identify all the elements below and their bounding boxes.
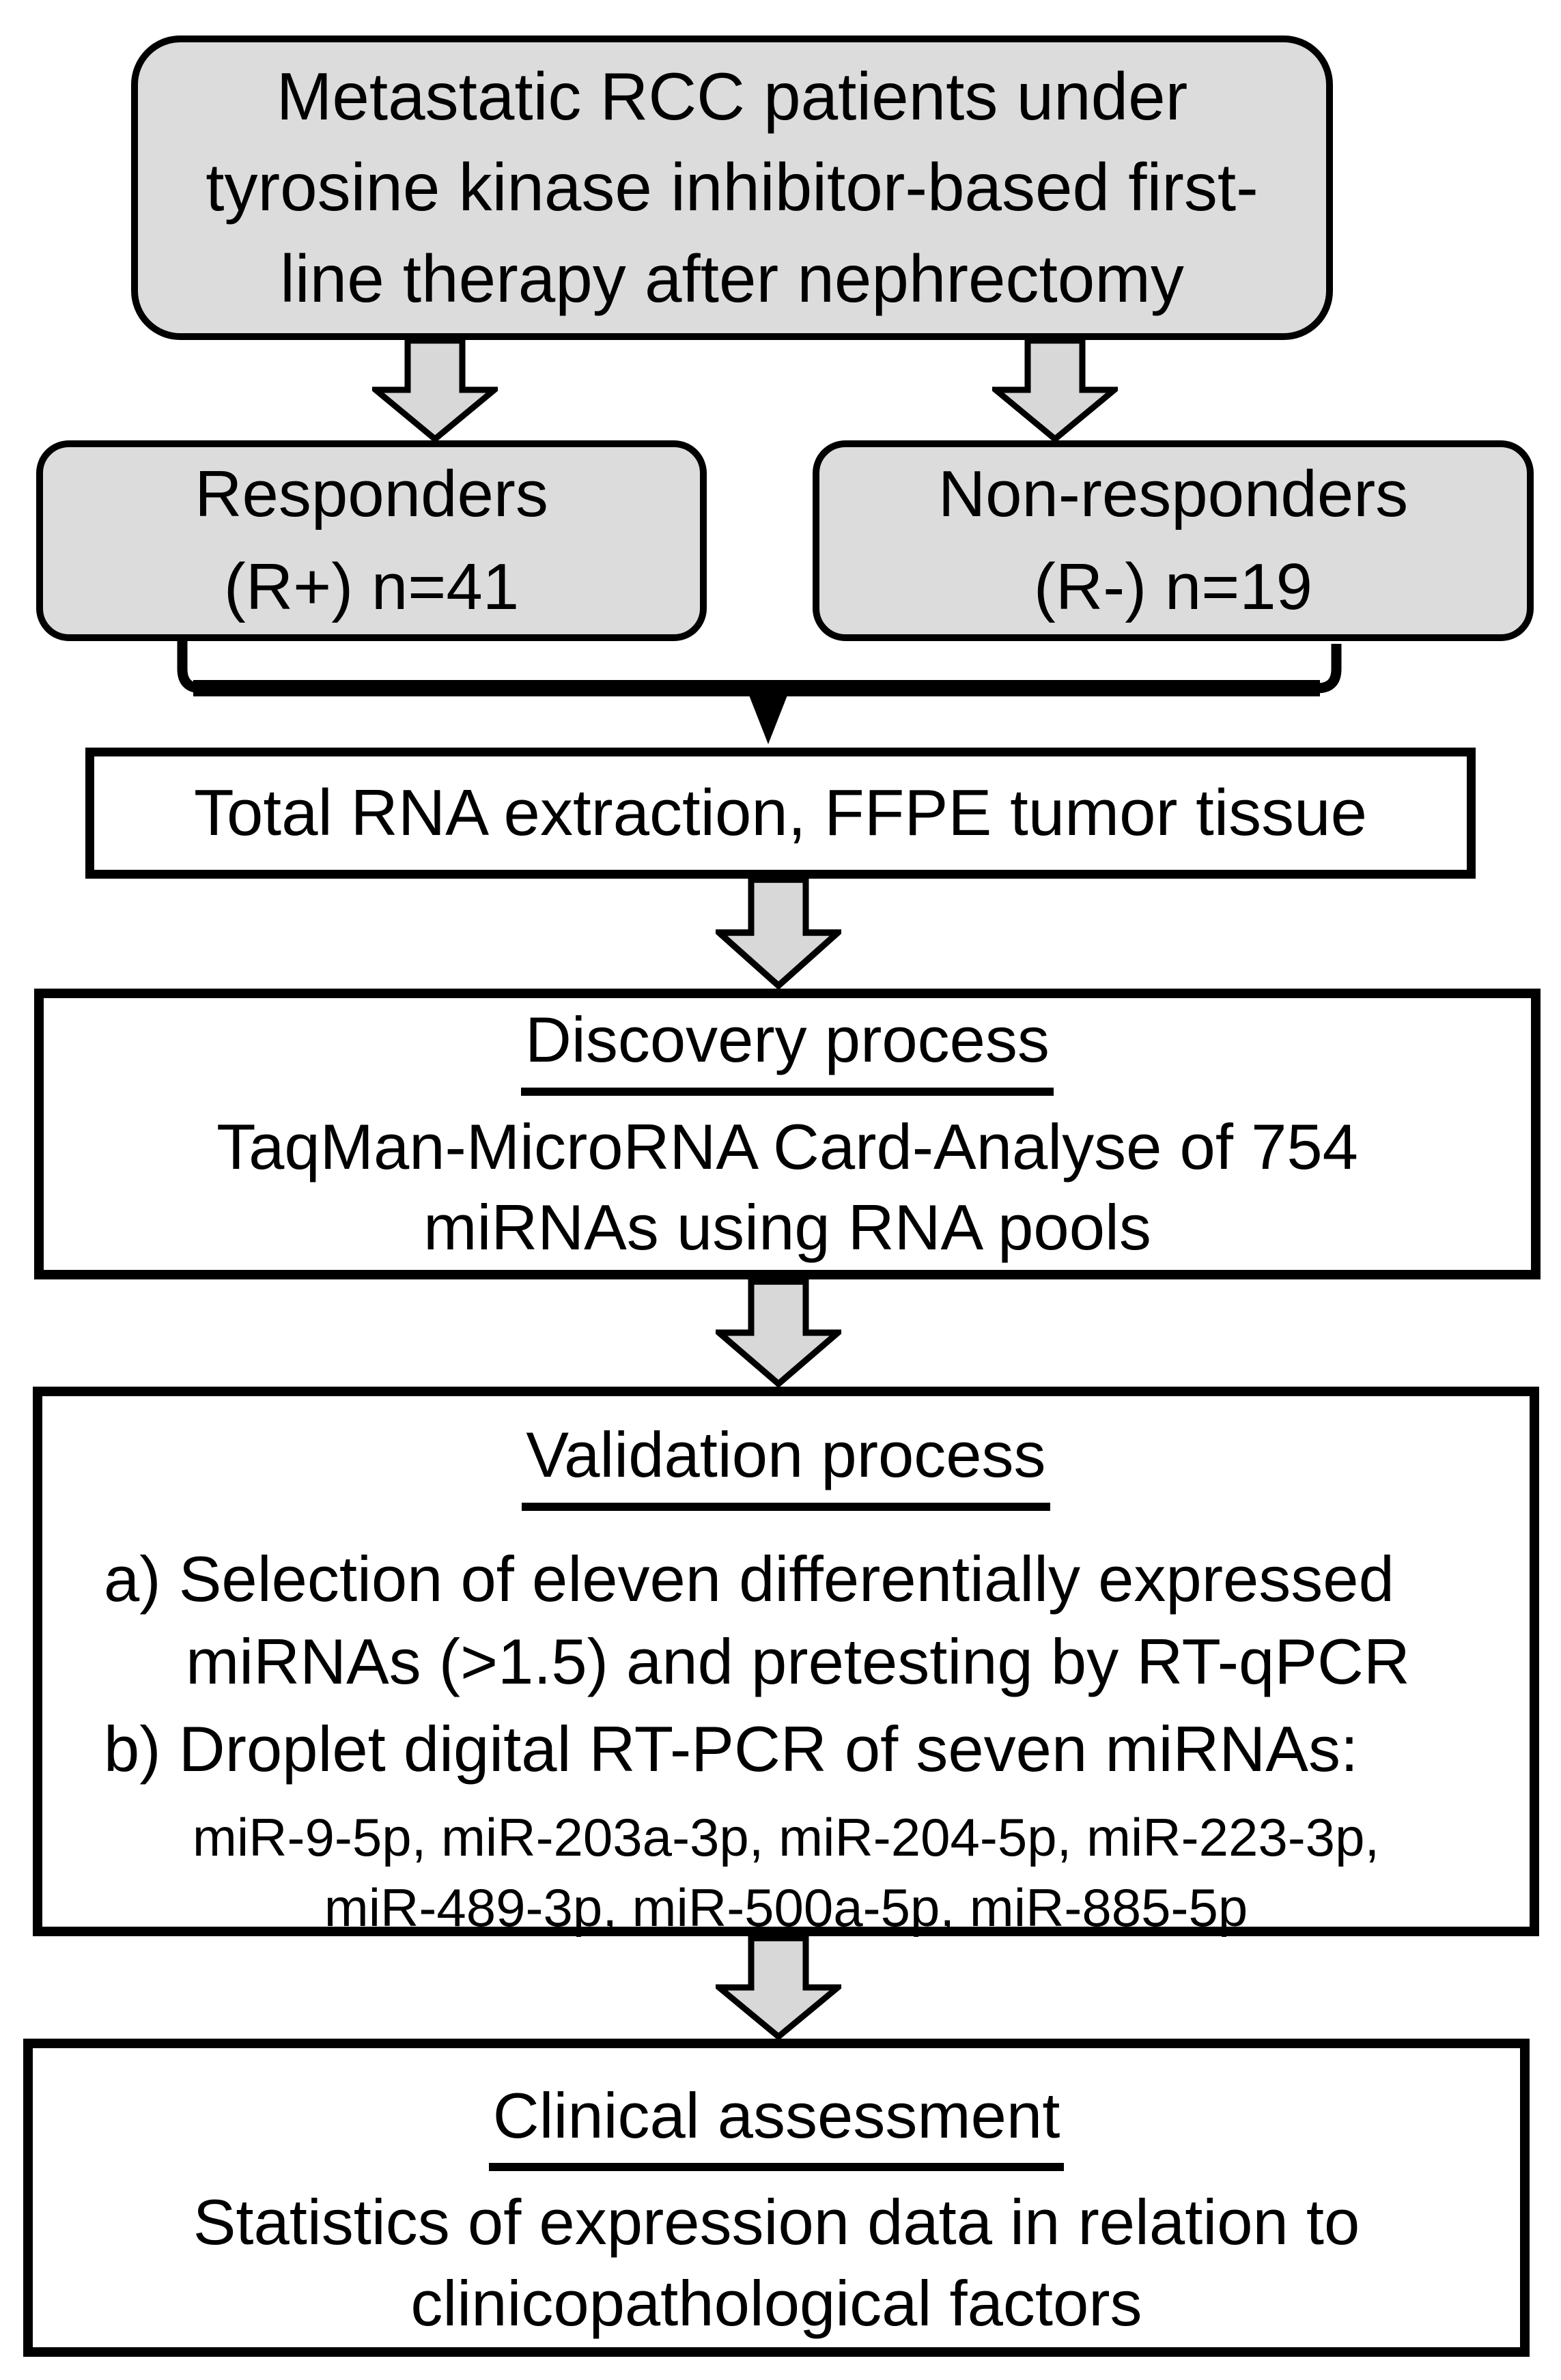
node-non-responders-line: Non-responders bbox=[938, 457, 1409, 530]
validation-item-b-text: Droplet digital RT-PCR of seven miRNAs: bbox=[178, 1712, 1359, 1785]
clinical-line: clinicopathological factors bbox=[410, 2267, 1142, 2339]
down-arrow-icon bbox=[372, 337, 498, 442]
validation-item-b-label: b) bbox=[104, 1712, 161, 1785]
clinical-title: Clinical assessment bbox=[488, 2076, 1065, 2172]
node-rna-extraction-text: Total RNA extraction, FFPE tumor tissue bbox=[194, 776, 1367, 849]
validation-item-a: a) Selection of eleven differentially ex… bbox=[73, 1538, 1509, 1703]
node-patients-line: tyrosine kinase inhibitor-based first- bbox=[206, 150, 1258, 225]
node-clinical-assessment: Clinical assessment Statistics of expres… bbox=[23, 2039, 1530, 2357]
mirna-list-line: miR-9-5p, miR-203a-3p, miR-204-5p, miR-2… bbox=[192, 1807, 1380, 1868]
discovery-line: TaqMan-MicroRNA Card-Analyse of 754 bbox=[216, 1110, 1358, 1182]
clinical-line: Statistics of expression data in relatio… bbox=[193, 2186, 1360, 2258]
merge-brace-connector bbox=[177, 639, 1342, 744]
node-patients-line: line therapy after nephrectomy bbox=[280, 240, 1184, 316]
node-validation-process: Validation process a) Selection of eleve… bbox=[33, 1387, 1539, 1938]
node-non-responders-line: (R-) n=19 bbox=[1033, 550, 1313, 623]
validation-item-a-label: a) bbox=[104, 1543, 161, 1615]
node-discovery-process: Discovery process TaqMan-MicroRNA Card-A… bbox=[34, 989, 1541, 1279]
down-arrow-icon bbox=[716, 876, 841, 989]
discovery-title: Discovery process bbox=[521, 1000, 1054, 1096]
node-responders: Responders (R+) n=41 bbox=[36, 440, 707, 641]
validation-item-a-text: Selection of eleven differentially expre… bbox=[178, 1543, 1410, 1697]
validation-title: Validation process bbox=[522, 1414, 1050, 1512]
down-arrow-icon bbox=[716, 1935, 841, 2040]
down-arrow-icon bbox=[992, 337, 1118, 442]
node-patients: Metastatic RCC patients under tyrosine k… bbox=[131, 36, 1333, 340]
validation-item-b: b) Droplet digital RT-PCR of seven miRNA… bbox=[73, 1708, 1509, 1790]
node-responders-line: (R+) n=41 bbox=[223, 550, 520, 623]
node-responders-line: Responders bbox=[195, 457, 548, 530]
node-non-responders: Non-responders (R-) n=19 bbox=[813, 440, 1534, 641]
node-patients-line: Metastatic RCC patients under bbox=[276, 59, 1188, 134]
mirna-list-line: miR-489-3p, miR-500a-5p, miR-885-5p bbox=[324, 1878, 1248, 1938]
down-arrow-icon bbox=[716, 1278, 841, 1387]
discovery-line: miRNAs using RNA pools bbox=[423, 1191, 1151, 1264]
node-rna-extraction: Total RNA extraction, FFPE tumor tissue bbox=[85, 748, 1476, 879]
